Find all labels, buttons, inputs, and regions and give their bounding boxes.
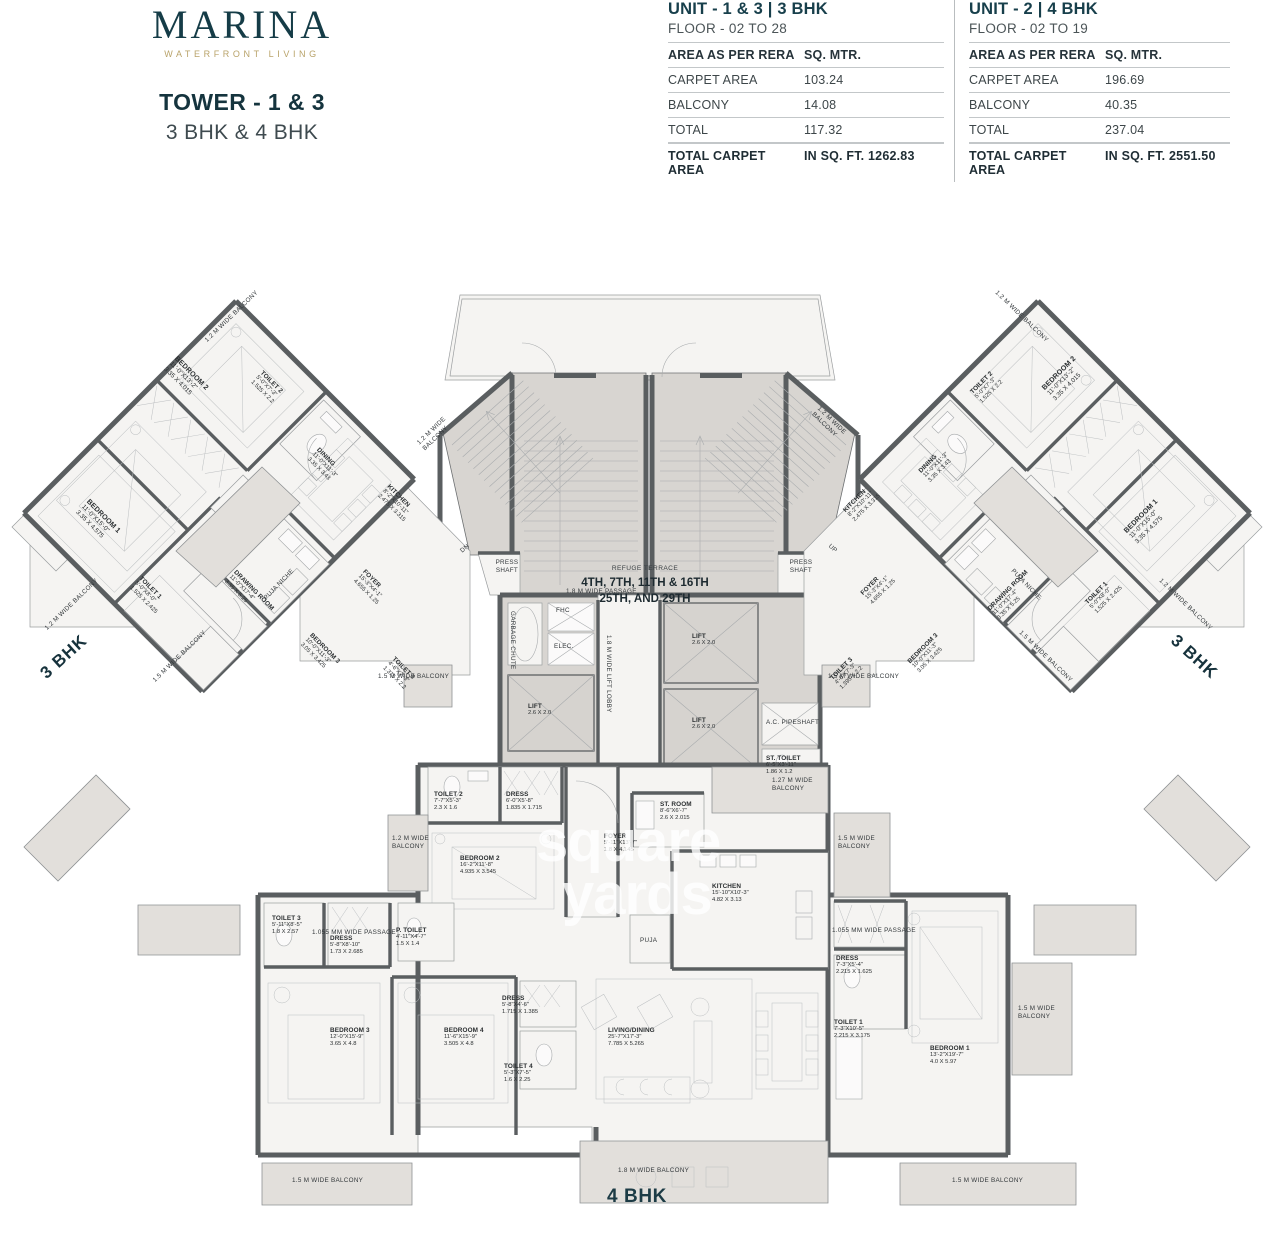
spec-row-value: 40.35	[1105, 98, 1138, 112]
spec-row-value: 103.24	[804, 73, 844, 87]
tower-title: TOWER - 1 & 3	[159, 89, 325, 115]
brand-block: MARINA WATERFRONT LIVING TOWER - 1 & 3 3…	[92, 4, 392, 145]
spec-header-value: SQ. MTR.	[1105, 48, 1163, 62]
spec-row-value: 237.04	[1105, 123, 1145, 137]
floor-plan-drawing: .w { fill:#5a5e60; } .fl { fill:#f5f4f2;…	[0, 255, 1274, 1215]
spec-floor-range: FLOOR - 02 TO 28	[668, 21, 788, 36]
spec-row-total: TOTAL 117.32	[668, 117, 944, 143]
spec-header-label: AREA AS PER RERA	[969, 48, 1096, 62]
spec-row-balcony: BALCONY 40.35	[969, 92, 1230, 117]
spec-header-value: SQ. MTR.	[804, 48, 862, 62]
spec-row-value: 14.08	[804, 98, 837, 112]
spec-row-label: BALCONY	[668, 98, 730, 112]
spec-header-row: AREA AS PER RERA SQ. MTR.	[668, 42, 944, 67]
brand-name: MARINA	[151, 2, 333, 47]
spec-row-label: TOTAL	[668, 123, 709, 137]
spec-row-label: TOTAL	[969, 123, 1010, 137]
spec-row-grand-total: TOTAL CARPET AREA IN SQ. FT. 1262.83	[668, 143, 944, 182]
spec-grand-value: IN SQ. FT. 1262.83	[804, 149, 915, 163]
spec-row-value: 117.32	[804, 123, 843, 137]
tower-subtitle: 3 BHK & 4 BHK	[165, 121, 319, 144]
spec-row-label: BALCONY	[969, 98, 1031, 112]
label-4bhk-bottom: 4 BHK	[606, 1186, 667, 1207]
spec-row-label: CARPET AREA	[668, 73, 758, 87]
spec-grand-label: TOTAL CARPET AREA	[969, 149, 1067, 177]
spec-row-grand-total: TOTAL CARPET AREA IN SQ. FT. 2551.50	[969, 143, 1230, 182]
spec-row-label: CARPET AREA	[969, 73, 1059, 87]
spec-header-label: AREA AS PER RERA	[668, 48, 795, 62]
spec-row-value: 196.69	[1105, 73, 1145, 87]
spec-row-total: TOTAL 237.04	[969, 117, 1230, 143]
spec-table-4bhk: UNIT - 2 | 4 BHK FLOOR - 02 TO 19 AREA A…	[954, 0, 1240, 182]
spec-grand-value: IN SQ. FT. 2551.50	[1105, 149, 1216, 163]
area-spec-tables: UNIT - 1 & 3 | 3 BHK FLOOR - 02 TO 28 AR…	[668, 0, 1240, 182]
spec-grand-label: TOTAL CARPET AREA	[668, 149, 766, 177]
spec-unit-title: UNIT - 2 | 4 BHK	[969, 0, 1098, 18]
brand-tagline: WATERFRONT LIVING	[164, 49, 320, 59]
spec-table-3bhk: UNIT - 1 & 3 | 3 BHK FLOOR - 02 TO 28 AR…	[668, 0, 954, 182]
spec-floor-range: FLOOR - 02 TO 19	[969, 21, 1089, 36]
spec-row-balcony: BALCONY 14.08	[668, 92, 944, 117]
spec-row-carpet: CARPET AREA 196.69	[969, 67, 1230, 92]
spec-unit-title: UNIT - 1 & 3 | 3 BHK	[668, 0, 828, 18]
spec-row-carpet: CARPET AREA 103.24	[668, 67, 944, 92]
spec-header-row: AREA AS PER RERA SQ. MTR.	[969, 42, 1230, 67]
